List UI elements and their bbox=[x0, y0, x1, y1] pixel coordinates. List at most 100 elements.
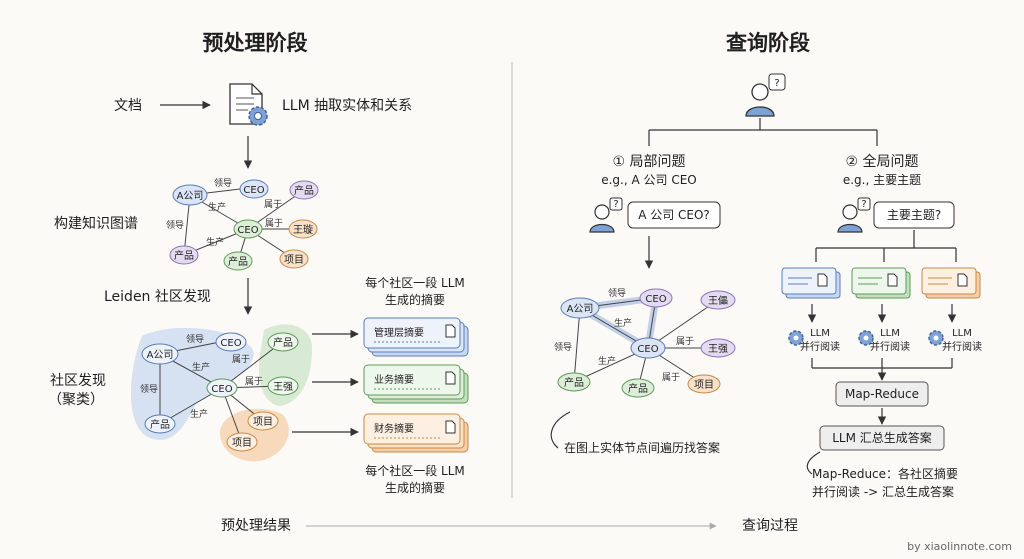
note-pointer bbox=[806, 451, 821, 475]
kg1-edge-2: 生产 bbox=[208, 201, 226, 213]
lq-edge-5: 属于 bbox=[662, 372, 680, 383]
biz-summary-label: 业务摘要 bbox=[374, 373, 414, 386]
kg2-edge-0: 领导 bbox=[186, 333, 204, 345]
kg2-node-3: 产品 bbox=[273, 336, 293, 349]
lq-node-5: 产品 bbox=[564, 376, 584, 389]
blue-summary-stack bbox=[781, 267, 841, 299]
community-graph: 领导 领导 生产 生产 属于 属于 A公司 CEO CEO 产品 产品 王强 项… bbox=[130, 324, 312, 462]
fin-summary-label: 财务摘要 bbox=[374, 422, 414, 435]
query-branch-lines bbox=[648, 118, 878, 146]
summary-note-bottom-2: 生成的摘要 bbox=[385, 480, 445, 495]
llm-reader-1-title: LLM bbox=[810, 328, 830, 339]
kg2-edge-1: 领导 bbox=[140, 383, 158, 395]
local-user-icon: ? bbox=[589, 197, 623, 233]
community-label: 社区发现 bbox=[50, 373, 106, 389]
community-label-sub: （聚类） bbox=[48, 392, 104, 408]
biz-doc-icon bbox=[445, 371, 456, 385]
credit-text: by xiaolinnote.com bbox=[907, 540, 1012, 553]
blue-doc-icon bbox=[817, 273, 828, 287]
kg1-node-6: 王璇 bbox=[293, 223, 313, 236]
kg1-edge-5: 属于 bbox=[265, 218, 283, 229]
mgmt-summary-card: 管理层摘要 bbox=[363, 317, 469, 357]
global-branch-lines bbox=[815, 230, 957, 262]
extract-label: LLM 抽取实体和关系 bbox=[282, 98, 412, 114]
kg1-edge-3: 生产 bbox=[206, 236, 224, 248]
document-gear-icon bbox=[229, 83, 268, 126]
map-reduce-note-2: 并行阅读 -> 汇总生成答案 bbox=[812, 484, 954, 499]
fin-summary-card: 财务摘要 bbox=[363, 413, 469, 453]
fin-doc-icon bbox=[445, 420, 456, 434]
biz-summary-card: 业务摘要 bbox=[363, 364, 469, 404]
llm-reader-3-title: LLM bbox=[952, 328, 972, 339]
llm-summary-label: LLM 汇总生成答案 bbox=[832, 430, 932, 445]
lq-node-2: CEO bbox=[637, 344, 658, 355]
kg1-node-5: 产品 bbox=[228, 255, 248, 268]
leiden-label: Leiden 社区发现 bbox=[104, 289, 211, 305]
merge-lines bbox=[811, 358, 953, 369]
lq-node-0: A公司 bbox=[567, 304, 594, 315]
svg-text:?: ? bbox=[613, 199, 618, 210]
map-reduce-label: Map-Reduce bbox=[845, 387, 919, 401]
global-bubble-text: 主要主题? bbox=[887, 208, 941, 222]
orange-summary-stack bbox=[921, 267, 981, 299]
green-summary-stack bbox=[851, 267, 911, 299]
kg1-node-7: 项目 bbox=[284, 254, 304, 266]
mgmt-summary-label: 管理层摘要 bbox=[374, 326, 424, 339]
kg2-node-2: CEO bbox=[211, 384, 232, 395]
lq-node-1: CEO bbox=[645, 294, 666, 305]
kg1-node-1: CEO bbox=[243, 185, 264, 196]
green-doc-icon bbox=[887, 273, 898, 287]
map-reduce-box: Map-Reduce bbox=[835, 381, 929, 407]
preprocess-result-label: 预处理结果 bbox=[221, 518, 291, 534]
kg2-node-7: 项目 bbox=[232, 437, 252, 449]
summary-note-top-2: 生成的摘要 bbox=[385, 292, 445, 307]
lq-node-3: 王儡 bbox=[708, 294, 728, 307]
kg1-edge-1: 领导 bbox=[166, 219, 184, 231]
local-question-bubble: A 公司 CEO? bbox=[627, 201, 721, 229]
local-bubble-text: A 公司 CEO? bbox=[638, 208, 710, 222]
knowledge-graph: 领导 领导 生产 生产 属于 属于 A公司 CEO CEO 产品 产品 产品 王… bbox=[166, 177, 319, 271]
doc-label: 文档 bbox=[114, 98, 142, 114]
lq-node-4: 王强 bbox=[708, 343, 728, 355]
global-user-icon: ? bbox=[837, 197, 871, 233]
lq-edge-3: 生产 bbox=[598, 355, 616, 367]
llm-reader-1: LLM 并行阅读 bbox=[788, 328, 840, 353]
kg1-node-4: 产品 bbox=[174, 249, 194, 262]
llm-reader-3: LLM 并行阅读 bbox=[928, 328, 982, 353]
svg-text:?: ? bbox=[774, 78, 779, 89]
lq-edge-0: 领导 bbox=[608, 287, 626, 299]
query-process-label: 查询过程 bbox=[742, 518, 798, 534]
lq-edge-2: 生产 bbox=[614, 317, 632, 329]
kg2-edge-3: 生产 bbox=[190, 408, 208, 420]
llm-reader-2-title: LLM bbox=[880, 328, 900, 339]
kg2-edge-2: 生产 bbox=[192, 361, 210, 373]
global-question-bubble: 主要主题? bbox=[873, 201, 955, 229]
summary-note-top-1: 每个社区一段 LLM bbox=[365, 275, 465, 290]
query-title: 查询阶段 bbox=[726, 31, 810, 55]
lq-edge-4: 属于 bbox=[676, 336, 694, 347]
llm-reader-2: LLM 并行阅读 bbox=[858, 328, 910, 353]
llm-reader-1-sub: 并行阅读 bbox=[800, 340, 840, 353]
llm-reader-2-sub: 并行阅读 bbox=[870, 340, 910, 353]
orange-doc-icon bbox=[957, 273, 968, 287]
traverse-note: 在图上实体节点间遍历找答案 bbox=[564, 440, 720, 455]
lq-edge-1: 领导 bbox=[554, 341, 572, 353]
map-reduce-note-1: Map-Reduce：各社区摘要 bbox=[812, 466, 958, 481]
kg2-edge-5: 属于 bbox=[245, 376, 263, 387]
kg2-node-6: 项目 bbox=[253, 416, 273, 428]
kg2-node-1: CEO bbox=[220, 338, 241, 349]
kg1-node-2: CEO bbox=[237, 225, 258, 236]
local-question-heading: ① 局部问题 bbox=[612, 154, 685, 170]
llm-summary-box: LLM 汇总生成答案 bbox=[819, 425, 945, 451]
preprocess-title: 预处理阶段 bbox=[203, 31, 308, 55]
kg1-node-3: 产品 bbox=[294, 184, 314, 197]
global-question-heading: ② 全局问题 bbox=[845, 153, 918, 170]
mgmt-doc-icon bbox=[445, 324, 456, 338]
lq-node-6: 产品 bbox=[628, 382, 648, 395]
global-question-example: e.g., 主要主题 bbox=[843, 173, 921, 187]
kg2-node-0: A公司 bbox=[147, 350, 174, 361]
kg1-edge-4: 属于 bbox=[264, 199, 282, 210]
traverse-pointer bbox=[550, 411, 571, 449]
